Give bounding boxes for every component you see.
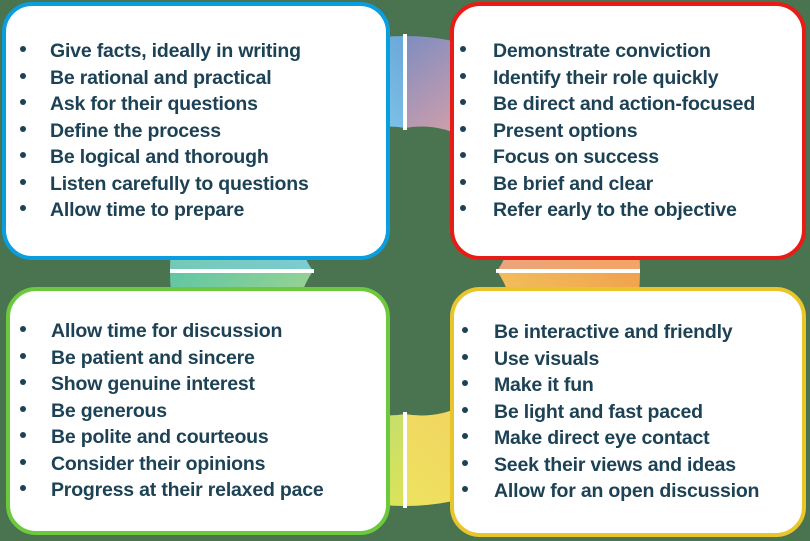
list-item: Progress at their relaxed pace [20,477,386,504]
list-item: Allow for an open discussion [462,478,802,505]
bullet-dot-icon [20,405,26,412]
list-item: Define the process [20,118,386,145]
analytical-style-list: Give facts, ideally in writing Be ration… [6,38,386,224]
list-item: Focus on success [460,144,802,171]
bullet-dot-icon [462,486,468,493]
list-item: Consider their opinions [20,451,386,478]
bullet-dot-icon [20,325,26,332]
list-item: Seek their views and ideas [462,452,802,479]
list-item: Be interactive and friendly [462,319,802,346]
list-item: Refer early to the objective [460,197,802,224]
list-item: Make direct eye contact [462,425,802,452]
bullet-dot-icon [460,99,466,106]
bullet-dot-icon [20,152,26,159]
driver-style-card[interactable]: Demonstrate conviction Identify their ro… [450,2,806,260]
driver-style-list: Demonstrate conviction Identify their ro… [454,38,802,224]
bullet-dot-icon [20,432,26,439]
bullet-dot-icon [462,326,468,333]
list-item: Listen carefully to questions [20,171,386,198]
bullet-dot-icon [20,125,26,132]
bullet-dot-icon [460,125,466,132]
bullet-dot-icon [462,406,468,413]
list-item: Be light and fast paced [462,399,802,426]
bullet-dot-icon [462,433,468,440]
list-item: Be generous [20,398,386,425]
list-item: Demonstrate conviction [460,38,802,65]
list-item: Allow time to prepare [20,197,386,224]
bullet-dot-icon [20,99,26,106]
bullet-dot-icon [460,152,466,159]
list-item: Be logical and thorough [20,144,386,171]
list-item: Be direct and action-focused [460,91,802,118]
bullet-dot-icon [20,205,26,212]
amiable-style-list: Allow time for discussion Be patient and… [10,318,386,504]
list-item: Ask for their questions [20,91,386,118]
list-item: Be patient and sincere [20,345,386,372]
list-item: Show genuine interest [20,371,386,398]
bullet-dot-icon [460,178,466,185]
bullet-dot-icon [20,379,26,386]
expressive-style-card[interactable]: Be interactive and friendly Use visuals … [450,287,806,537]
bullet-dot-icon [462,380,468,387]
list-item: Be rational and practical [20,65,386,92]
bullet-dot-icon [460,45,466,52]
bullet-dot-icon [20,352,26,359]
bullet-dot-icon [20,72,26,79]
list-item: Allow time for discussion [20,318,386,345]
bullet-dot-icon [462,353,468,360]
list-item: Make it fun [462,372,802,399]
bullet-dot-icon [460,205,466,212]
expressive-style-list: Be interactive and friendly Use visuals … [454,319,802,505]
analytical-style-card[interactable]: Give facts, ideally in writing Be ration… [2,2,390,260]
amiable-style-card[interactable]: Allow time for discussion Be patient and… [6,287,390,535]
list-item: Give facts, ideally in writing [20,38,386,65]
list-item: Use visuals [462,346,802,373]
bullet-dot-icon [462,459,468,466]
list-item: Be brief and clear [460,171,802,198]
bullet-dot-icon [20,178,26,185]
bullet-dot-icon [20,458,26,465]
list-item: Present options [460,118,802,145]
list-item: Be polite and courteous [20,424,386,451]
list-item: Identify their role quickly [460,65,802,92]
bullet-dot-icon [20,485,26,492]
bullet-dot-icon [20,45,26,52]
bullet-dot-icon [460,72,466,79]
